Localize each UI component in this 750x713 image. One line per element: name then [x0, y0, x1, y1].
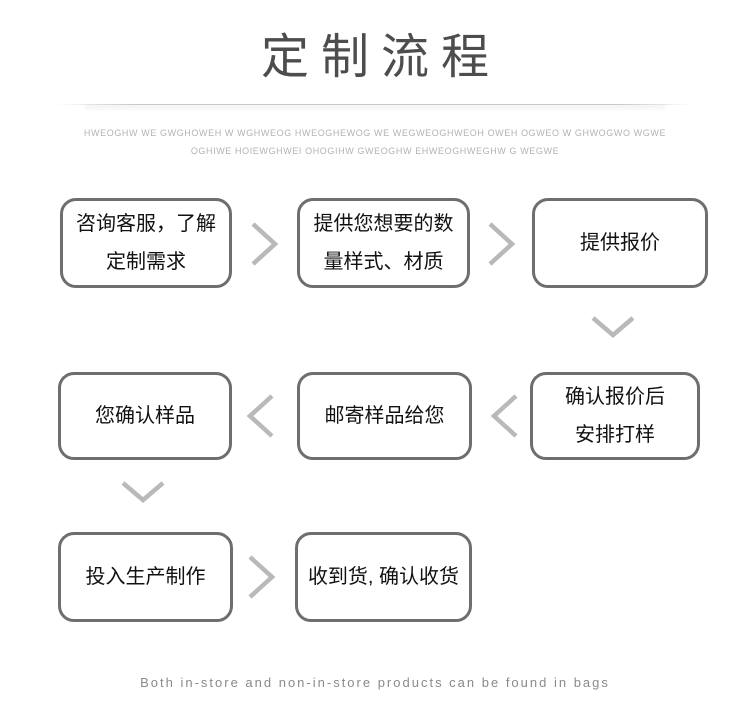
chevron-right-icon: [246, 554, 276, 605]
chevron-right-icon: [486, 221, 516, 272]
chevron-down-icon: [120, 480, 166, 509]
footer-note: Both in-store and non-in-store products …: [140, 675, 610, 690]
subtitle-line-1: HWEOGHW WE GWGHOWEH W WGHWEOG HWEOGHEWOG…: [83, 128, 667, 138]
flow-step-receive-goods: 收到货, 确认收货: [295, 532, 472, 622]
flow-step-quote: 提供报价: [532, 198, 708, 288]
chevron-left-icon: [490, 393, 520, 444]
flow-step-consult: 咨询客服，了解 定制需求: [60, 198, 232, 288]
subtitle-line-2: OGHIWE HOIEWGHWEI OHOGIHW GWEOGHW EHWEOG…: [190, 146, 560, 156]
flow-step-confirm-quote: 确认报价后 安排打样: [530, 372, 700, 460]
chevron-left-icon: [246, 393, 276, 444]
chevron-right-icon: [249, 221, 279, 272]
flow-step-provide-specs: 提供您想要的数 量样式、材质: [297, 198, 470, 288]
flow-step-confirm-sample: 您确认样品: [58, 372, 232, 460]
flow-step-production: 投入生产制作: [58, 532, 233, 622]
title-divider: [55, 104, 695, 105]
flow-step-mail-sample: 邮寄样品给您: [297, 372, 472, 460]
title-divider-shadow: [85, 105, 665, 112]
page-title: 定制流程: [260, 31, 501, 84]
chevron-down-icon: [590, 315, 636, 344]
